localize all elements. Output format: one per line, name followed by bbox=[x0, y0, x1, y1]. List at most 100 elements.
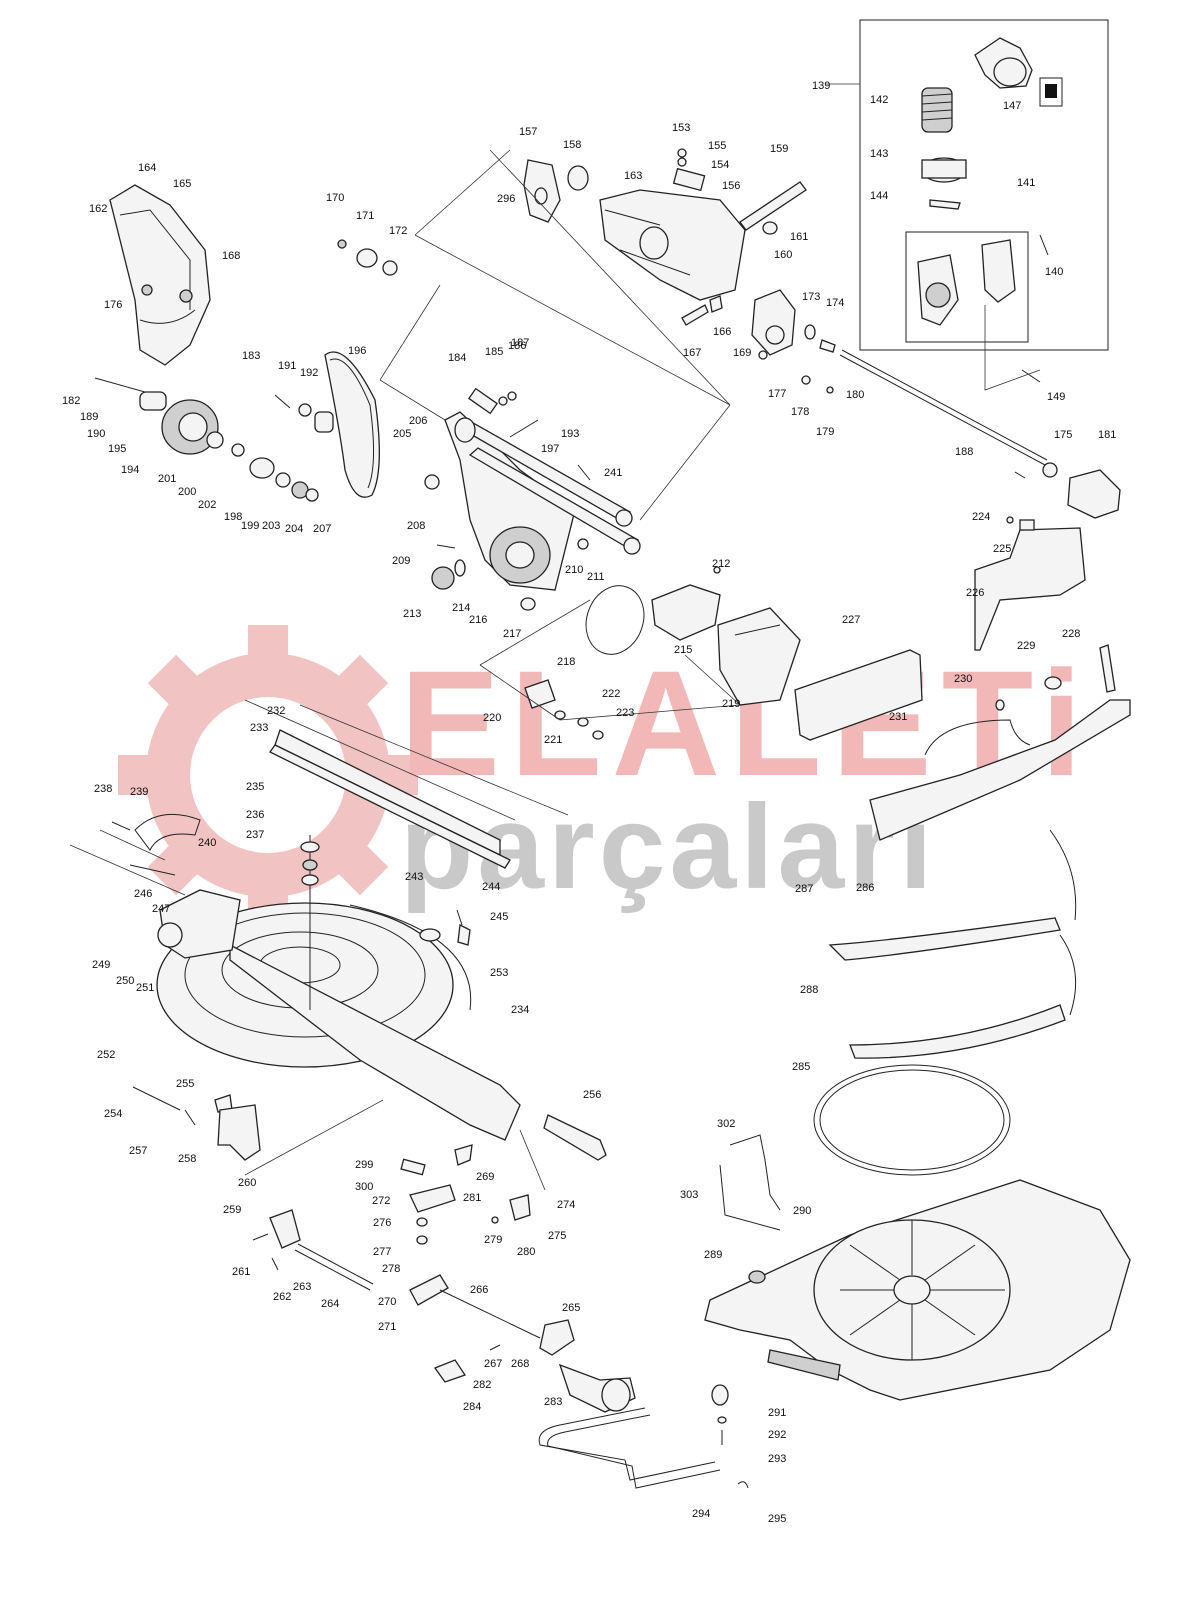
part-number-label: 261 bbox=[232, 1266, 250, 1278]
part-number-label: 203 bbox=[262, 520, 280, 532]
part-number-label: 237 bbox=[246, 829, 264, 841]
part-number-label: 212 bbox=[712, 558, 730, 570]
part-number-label: 183 bbox=[242, 350, 260, 362]
part-number-label: 160 bbox=[774, 249, 792, 261]
part-number-label: 216 bbox=[469, 614, 487, 626]
lock-mechanism bbox=[132, 1086, 607, 1291]
part-number-label: 246 bbox=[134, 888, 152, 900]
part-number-label: 173 bbox=[802, 291, 820, 303]
part-number-label: 169 bbox=[733, 347, 751, 359]
base-290 bbox=[704, 829, 1131, 1489]
part-number-label: 181 bbox=[1098, 429, 1116, 441]
part-number-label: 162 bbox=[89, 203, 107, 215]
part-number-label: 143 bbox=[870, 148, 888, 160]
gear-assembly bbox=[94, 239, 398, 502]
part-number-label: 197 bbox=[541, 443, 559, 455]
part-number-label: 195 bbox=[108, 443, 126, 455]
part-number-label: 186 bbox=[508, 340, 526, 352]
part-number-label: 299 bbox=[355, 1159, 373, 1171]
part-number-label: 182 bbox=[62, 395, 80, 407]
part-number-label: 278 bbox=[382, 1263, 400, 1275]
part-number-label: 236 bbox=[246, 809, 264, 821]
part-number-label: 187 bbox=[511, 337, 529, 349]
part-number-label: 235 bbox=[246, 781, 264, 793]
part-number-label: 147 bbox=[1003, 100, 1021, 112]
part-number-label: 219 bbox=[722, 698, 740, 710]
part-number-label: 176 bbox=[104, 299, 122, 311]
part-number-label: 156 bbox=[722, 180, 740, 192]
part-number-label: 178 bbox=[791, 406, 809, 418]
blade-cover-168 bbox=[109, 184, 211, 366]
part-number-label: 204 bbox=[285, 523, 303, 535]
part-number-label: 267 bbox=[484, 1358, 502, 1370]
part-number-label: 231 bbox=[889, 711, 907, 723]
part-number-label: 233 bbox=[250, 722, 268, 734]
part-number-label: 245 bbox=[490, 911, 508, 923]
part-number-label: 255 bbox=[176, 1078, 194, 1090]
part-number-label: 271 bbox=[378, 1321, 396, 1333]
part-number-label: 202 bbox=[198, 499, 216, 511]
part-number-label: 199 bbox=[241, 520, 259, 532]
part-number-label: 290 bbox=[793, 1205, 811, 1217]
part-number-label: 207 bbox=[313, 523, 331, 535]
part-number-label: 268 bbox=[511, 1358, 529, 1370]
part-number-label: 198 bbox=[224, 511, 242, 523]
part-number-label: 159 bbox=[770, 143, 788, 155]
part-number-label: 221 bbox=[544, 734, 562, 746]
part-number-label: 257 bbox=[129, 1145, 147, 1157]
part-number-label: 217 bbox=[503, 628, 521, 640]
part-number-label: 244 bbox=[482, 881, 500, 893]
part-number-label: 230 bbox=[954, 673, 972, 685]
part-number-label: 277 bbox=[373, 1246, 391, 1258]
part-number-label: 281 bbox=[463, 1192, 481, 1204]
part-number-label: 222 bbox=[602, 688, 620, 700]
part-number-label: 171 bbox=[356, 210, 374, 222]
part-number-label: 174 bbox=[826, 297, 844, 309]
motor-housing-163 bbox=[523, 148, 807, 326]
part-number-label: 223 bbox=[616, 707, 634, 719]
part-number-label: 189 bbox=[80, 411, 98, 423]
part-number-label: 283 bbox=[544, 1396, 562, 1408]
part-number-label: 211 bbox=[587, 571, 605, 583]
part-number-label: 225 bbox=[993, 543, 1011, 555]
part-number-label: 155 bbox=[708, 140, 726, 152]
part-number-label: 191 bbox=[278, 360, 296, 372]
part-number-label: 251 bbox=[136, 982, 154, 994]
part-number-label: 270 bbox=[378, 1296, 396, 1308]
part-number-label: 168 bbox=[222, 250, 240, 262]
part-number-label: 240 bbox=[198, 837, 216, 849]
part-number-label: 284 bbox=[463, 1401, 481, 1413]
part-number-label: 282 bbox=[473, 1379, 491, 1391]
part-number-label: 163 bbox=[624, 170, 642, 182]
fences bbox=[794, 516, 1131, 841]
part-number-label: 177 bbox=[768, 388, 786, 400]
part-number-label: 302 bbox=[717, 1118, 735, 1130]
part-number-label: 210 bbox=[565, 564, 583, 576]
part-number-label: 192 bbox=[300, 367, 318, 379]
part-number-label: 214 bbox=[452, 602, 470, 614]
part-number-label: 196 bbox=[348, 345, 366, 357]
part-number-label: 249 bbox=[92, 959, 110, 971]
part-number-label: 149 bbox=[1047, 391, 1065, 403]
part-number-label: 201 bbox=[158, 473, 176, 485]
part-number-label: 153 bbox=[672, 122, 690, 134]
part-number-label: 167 bbox=[683, 347, 701, 359]
part-number-label: 234 bbox=[511, 1004, 529, 1016]
part-number-label: 200 bbox=[178, 486, 196, 498]
part-number-label: 220 bbox=[483, 712, 501, 724]
part-number-label: 170 bbox=[326, 192, 344, 204]
part-number-label: 144 bbox=[870, 190, 888, 202]
part-number-label: 188 bbox=[955, 446, 973, 458]
part-number-label: 293 bbox=[768, 1453, 786, 1465]
part-number-label: 265 bbox=[562, 1302, 580, 1314]
part-number-label: 179 bbox=[816, 426, 834, 438]
part-number-label: 140 bbox=[1045, 266, 1063, 278]
part-number-label: 215 bbox=[674, 644, 692, 656]
part-number-label: 172 bbox=[389, 225, 407, 237]
accessory-kit-box bbox=[826, 19, 1109, 391]
part-number-label: 165 bbox=[173, 178, 191, 190]
part-number-label: 139 bbox=[812, 80, 830, 92]
arm-housing-208 bbox=[424, 387, 641, 611]
part-number-label: 238 bbox=[94, 783, 112, 795]
